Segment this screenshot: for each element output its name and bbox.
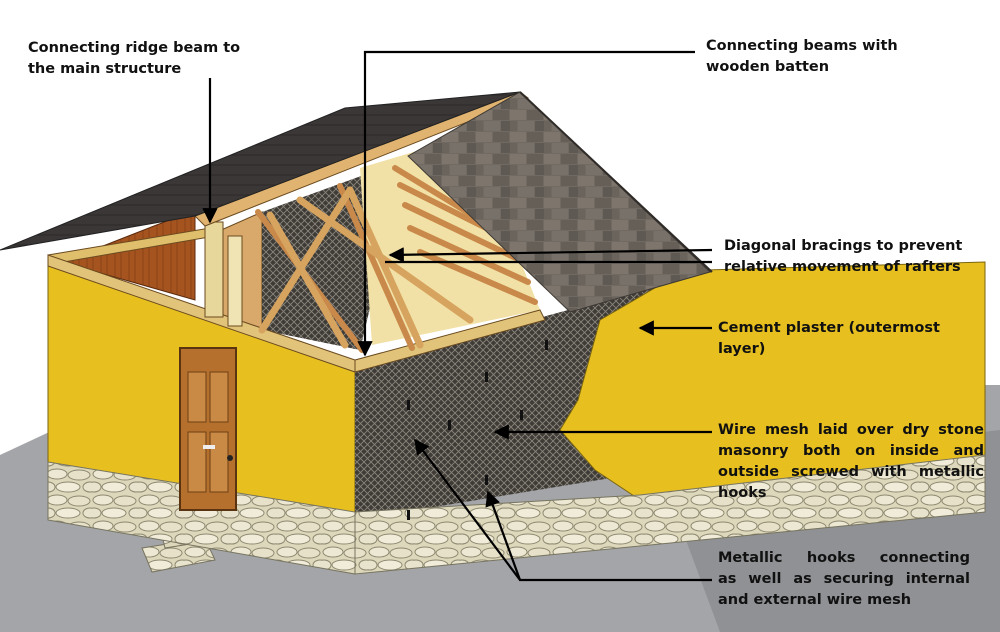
- label-wire-mesh: Wire mesh laid over dry stone masonry bo…: [718, 420, 984, 504]
- label-connecting-beams: Connecting beams with wooden batten: [706, 36, 898, 78]
- label-diagonal-bracings: Diagonal bracings to prevent relative mo…: [724, 236, 962, 278]
- ridge-post: [205, 222, 223, 317]
- label-metallic-hooks: Metallic hooks connecting as well as sec…: [718, 548, 970, 611]
- label-ridge-beam: Connecting ridge beam to the main struct…: [28, 38, 240, 80]
- label-cement-plaster: Cement plaster (outermost layer): [718, 318, 940, 360]
